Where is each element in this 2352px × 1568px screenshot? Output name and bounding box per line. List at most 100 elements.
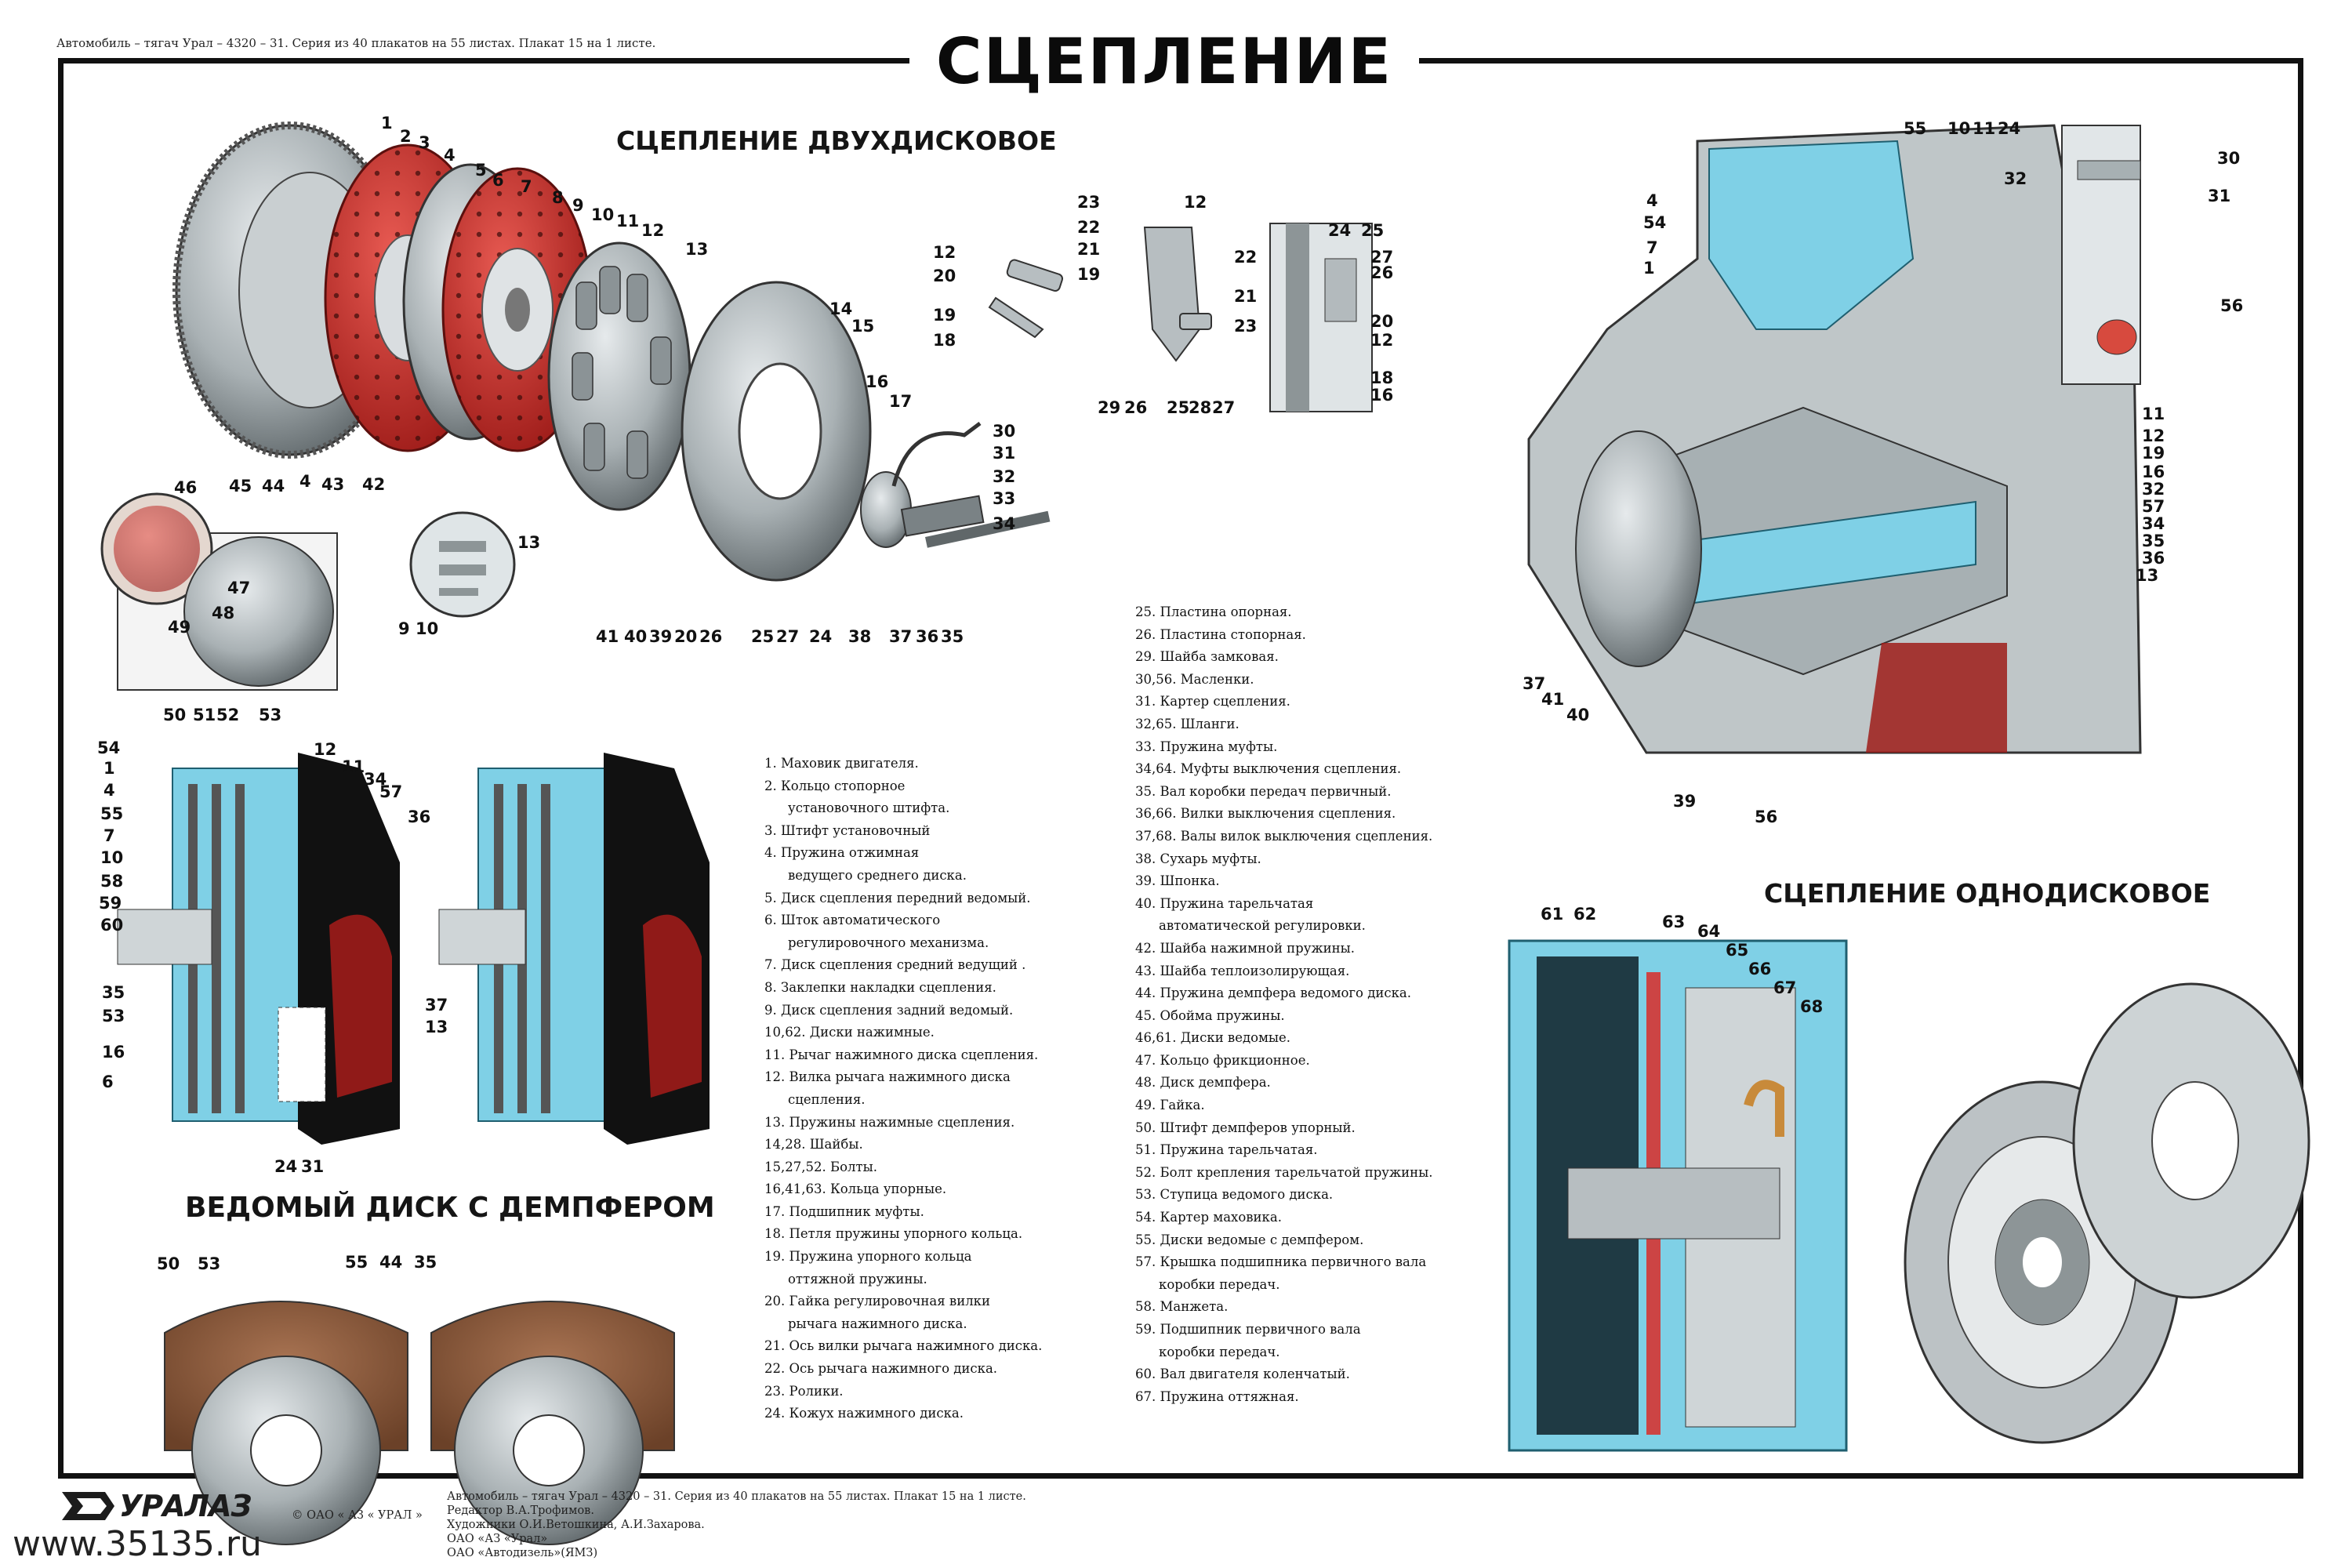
callout-number: 53	[198, 1254, 221, 1273]
callout-number: 48	[212, 604, 235, 622]
footer-line: ОАО «АЗ «Урал»	[447, 1533, 548, 1545]
legend-entry: 32,65. Шланги.	[1135, 716, 1240, 731]
legend-entry: 5. Диск сцепления передний ведомый.	[764, 890, 1031, 906]
callout-number: 45	[229, 477, 252, 495]
callout-number: 41	[1541, 690, 1565, 709]
callout-number: 24	[1328, 221, 1352, 240]
two-disc-section-view-a	[117, 753, 400, 1145]
callout-number: 55	[345, 1253, 368, 1272]
callout-number: 21	[1234, 287, 1258, 306]
callout-number: 4	[103, 781, 115, 800]
callout-number: 26	[1370, 263, 1394, 282]
callout-number: 16	[2142, 463, 2165, 481]
callout-number: 11	[2142, 405, 2165, 423]
callout-number: 18	[933, 331, 956, 350]
callout-number: 5	[475, 161, 487, 180]
legend-entry: ведущего среднего диска.	[788, 867, 967, 883]
bracket-section	[1269, 223, 1373, 412]
legend-entry: 58. Манжета.	[1135, 1299, 1229, 1315]
legend-entry: 29. Шайба замковая.	[1135, 649, 1279, 665]
legend-entry: оттяжной пружины.	[788, 1271, 927, 1287]
callout-number: 11	[342, 757, 365, 776]
callout-number: 50	[157, 1254, 180, 1273]
callout-number: 24	[809, 627, 833, 646]
legend-entry: 52. Болт крепления тарельчатой пружины.	[1135, 1164, 1433, 1180]
callout-number: 20	[933, 267, 956, 285]
callout-number: 35	[102, 983, 125, 1002]
legend-entry: 24. Кожух нажимного диска.	[764, 1406, 964, 1421]
callout-number: 1	[381, 114, 393, 132]
callout-number: 65	[1726, 941, 1749, 960]
callout-number: 56	[2220, 296, 2244, 315]
callout-number: 22	[1234, 248, 1258, 267]
legend-entry: 48. Диск демпфера.	[1135, 1075, 1271, 1091]
callout-number: 20	[674, 627, 698, 646]
callout-number: 37	[889, 627, 913, 646]
callout-number: 24	[274, 1157, 298, 1176]
callout-number: 54	[1643, 213, 1667, 232]
callout-number: 30	[2217, 149, 2241, 168]
callout-number: 7	[521, 177, 532, 196]
cutaway-illustration	[1527, 124, 2142, 754]
callout-number: 34	[364, 770, 387, 789]
callout-number: 27	[776, 627, 800, 646]
callout-number: 56	[1755, 808, 1778, 826]
callout-number: 16	[102, 1043, 125, 1062]
callout-number: 40	[1566, 706, 1590, 724]
two-disc-section-view-b	[438, 753, 710, 1145]
callout-number: 25	[1167, 398, 1190, 417]
clutch-cover	[681, 281, 872, 582]
callout-number: 4	[444, 146, 456, 165]
poster-title: СЦЕПЛЕНИЕ	[909, 28, 1419, 96]
callout-number: 12	[2142, 426, 2165, 445]
callout-number: 49	[168, 618, 191, 637]
legend-entry: 43. Шайба теплоизолирующая.	[1135, 963, 1350, 978]
legend-entry: 31. Картер сцепления.	[1135, 694, 1290, 710]
callout-number: 33	[993, 489, 1016, 508]
uralaz-logo: УРАЛАЗ	[58, 1486, 274, 1526]
callout-number: 25	[751, 627, 775, 646]
legend-entry: 2. Кольцо стопорное	[764, 778, 906, 793]
callout-number: 57	[379, 782, 403, 801]
legend-entry: 37,68. Валы вилок выключения сцепления.	[1135, 828, 1433, 844]
callout-number: 7	[1646, 238, 1658, 257]
callout-number: 34	[2142, 514, 2165, 533]
legend-entry: 12. Вилка рычага нажимного диска	[764, 1069, 1011, 1085]
callout-number: 18	[1370, 368, 1394, 387]
callout-number: 10	[1947, 119, 1971, 138]
callout-number: 39	[1673, 792, 1697, 811]
callout-number: 12	[1370, 331, 1394, 350]
legend-entry: коробки передач.	[1159, 1276, 1280, 1292]
callout-number: 32	[2142, 480, 2165, 499]
release-bearing	[860, 422, 1051, 548]
legend-entry: 53. Ступица ведомого диска.	[1135, 1187, 1334, 1203]
legend-entry: 7. Диск сцепления средний ведущий .	[764, 957, 1026, 973]
legend-entry: 45. Обойма пружины.	[1135, 1007, 1285, 1023]
callout-number: 62	[1573, 905, 1597, 924]
section-title-single-disc: СЦЕПЛЕНИЕ ОДНОДИСКОВОЕ	[1764, 878, 2211, 909]
legend-entry: 1. Маховик двигателя.	[764, 756, 919, 771]
callout-number: 19	[1077, 265, 1101, 284]
legend-entry: 17. Подшипник муфты.	[764, 1203, 924, 1219]
legend-entry: 67. Пружина оттяжная.	[1135, 1388, 1299, 1404]
callout-number: 1	[103, 759, 115, 778]
callout-number: 24	[1998, 119, 2021, 138]
top-note: Автомобиль – тягач Урал – 4320 – 31. Сер…	[56, 36, 656, 50]
legend-entry: 30,56. Масленки.	[1135, 671, 1254, 687]
callout-number: 36	[408, 808, 431, 826]
callout-number: 30	[993, 422, 1016, 441]
callout-number: 60	[100, 916, 124, 935]
callout-number: 11	[1973, 119, 1996, 138]
footer-credits: Автомобиль – тягач Урал – 4320 – 31. Сер…	[447, 1490, 1026, 1560]
callout-number: 40	[624, 627, 648, 646]
driven-disc-damper-a	[164, 1301, 408, 1545]
callout-number: 53	[259, 706, 282, 724]
callout-number: 16	[866, 372, 889, 391]
callout-number: 4	[1646, 191, 1658, 210]
callout-number: 64	[1697, 922, 1721, 941]
callout-number: 66	[1748, 960, 1772, 978]
logo-wordmark: УРАЛАЗ	[119, 1489, 252, 1523]
callout-number: 14	[829, 299, 853, 318]
callout-number: 3	[419, 133, 430, 152]
